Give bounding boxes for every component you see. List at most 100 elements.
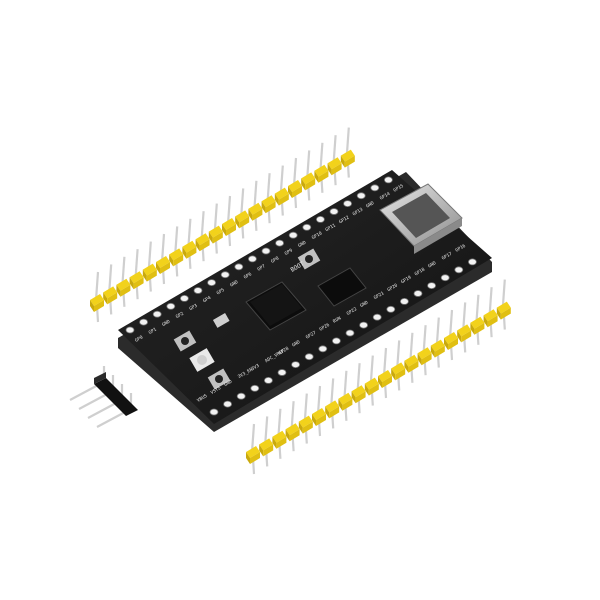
pin-hole	[399, 297, 409, 305]
header-back-block-side	[156, 262, 160, 274]
header-front-block-side	[457, 330, 462, 343]
silkscreen-label: GP9	[284, 247, 294, 256]
yellow-pin-header-back	[90, 127, 355, 323]
silkscreen-label: GP18	[414, 267, 427, 278]
header-back-block	[314, 164, 329, 177]
header-back-block-side	[274, 193, 279, 206]
header-front-pin	[330, 378, 335, 407]
pin-hole	[386, 305, 396, 313]
pin-hole	[234, 263, 244, 271]
flash-chip	[317, 267, 367, 307]
header-front-block-side	[404, 360, 409, 373]
silkscreen-bottom-labels: VBUSVSYSGND3V3_EN3V3ADC_VREFGP28GNDGP27G…	[196, 243, 467, 404]
silkscreen-label: GND	[359, 300, 369, 309]
header-front-block-side	[417, 353, 422, 366]
header-front-block-front	[461, 330, 472, 343]
header-front-block-front	[448, 338, 458, 350]
header-front-block	[444, 332, 458, 344]
header-back-block-front	[318, 170, 329, 183]
header-back-pin	[292, 157, 298, 187]
silkscreen-label: GP6	[243, 271, 253, 280]
header-front-block-front	[302, 421, 313, 434]
header-front-pin	[303, 393, 308, 422]
header-front-pin	[277, 408, 282, 437]
header-back-block-front	[186, 246, 197, 259]
pin-hole	[207, 279, 217, 287]
silkscreen-label: VBUS	[196, 393, 209, 404]
header-back-pin	[240, 188, 245, 217]
header-front-block	[404, 354, 419, 367]
silkscreen-label: GP21	[373, 290, 386, 301]
header-back-block-front	[305, 178, 316, 191]
silkscreen-label: GP7	[256, 263, 266, 272]
header-back-block	[222, 218, 236, 230]
header-front-block-side	[246, 452, 250, 464]
header-back-block	[261, 195, 276, 208]
header-front-pin	[343, 370, 348, 399]
header-back-pin	[213, 203, 218, 232]
header-back-block-side	[90, 300, 94, 312]
microcontroller-chip	[245, 281, 307, 331]
silkscreen-label: GP0	[134, 334, 144, 343]
dev-board: BOOT GP0GP1GNDGP2GP3GP4GP5GNDGP6GP7GP8GP…	[118, 170, 492, 432]
header-front-block	[483, 309, 498, 322]
header-back-block-front	[120, 284, 131, 297]
crystal-oscillator	[212, 313, 230, 328]
header-front-block	[325, 400, 340, 413]
header-front-block	[496, 301, 511, 314]
header-back-pin	[266, 173, 271, 202]
silkscreen-label: GND	[223, 379, 233, 388]
boot-button	[297, 248, 321, 270]
header-front-block-side	[391, 368, 396, 381]
header-front-block	[457, 324, 472, 337]
black-right-angle-header	[69, 366, 138, 428]
header-front-pin	[409, 332, 414, 361]
pin-hole	[454, 266, 464, 274]
header-front-block-front	[276, 436, 287, 449]
header-front-block	[246, 446, 260, 458]
pin-hole	[223, 400, 233, 408]
header-back-block-front	[292, 186, 302, 198]
header-back-block-side	[314, 170, 319, 183]
header-back-block-side	[182, 246, 187, 259]
header-back-block	[103, 286, 118, 299]
header-front-pin	[462, 302, 467, 331]
silkscreen-label: GP3	[188, 303, 198, 312]
header-back-pin	[332, 135, 337, 164]
header-back-block-side	[235, 216, 240, 229]
silkscreen-label: GP12	[338, 214, 351, 225]
header-back-block-side	[261, 201, 266, 214]
header-back-pin	[345, 127, 350, 156]
header-back-pin	[226, 195, 232, 225]
header-front-pin	[435, 317, 440, 346]
pin-hole	[329, 208, 339, 215]
pin-hole	[179, 294, 189, 302]
header-back-block-front	[344, 155, 355, 168]
header-back-block-front	[199, 239, 210, 252]
header-back-pin	[319, 142, 324, 171]
header-back-block-side	[116, 284, 121, 297]
header-front-block	[351, 385, 366, 398]
header-back-block-front	[278, 193, 289, 206]
header-back-block-front	[252, 208, 263, 221]
header-back-block	[301, 172, 316, 185]
silkscreen-label: GP10	[311, 230, 324, 241]
silkscreen-label: GP1	[148, 326, 158, 335]
pin-hole	[356, 192, 366, 200]
silkscreen-top-labels: GP0GP1GNDGP2GP3GP4GP5GNDGP6GP7GP8GP9GNDG…	[134, 183, 405, 344]
header-front-block	[417, 347, 432, 360]
header-back-block-side	[208, 231, 213, 244]
silkscreen-label: GP14	[379, 191, 392, 202]
pin-hole	[277, 369, 287, 376]
silkscreen-label: GND	[229, 279, 239, 288]
pin-hole	[236, 392, 246, 400]
header-back-pin	[160, 233, 166, 263]
header-back-block	[195, 233, 210, 246]
header-front-block-side	[470, 322, 475, 335]
pin-hole	[413, 290, 423, 297]
header-front-block	[259, 438, 274, 451]
pin-hole	[343, 200, 353, 208]
header-front-block	[312, 408, 326, 420]
header-front-block	[391, 362, 406, 375]
silkscreen-label: GP16	[454, 243, 467, 254]
